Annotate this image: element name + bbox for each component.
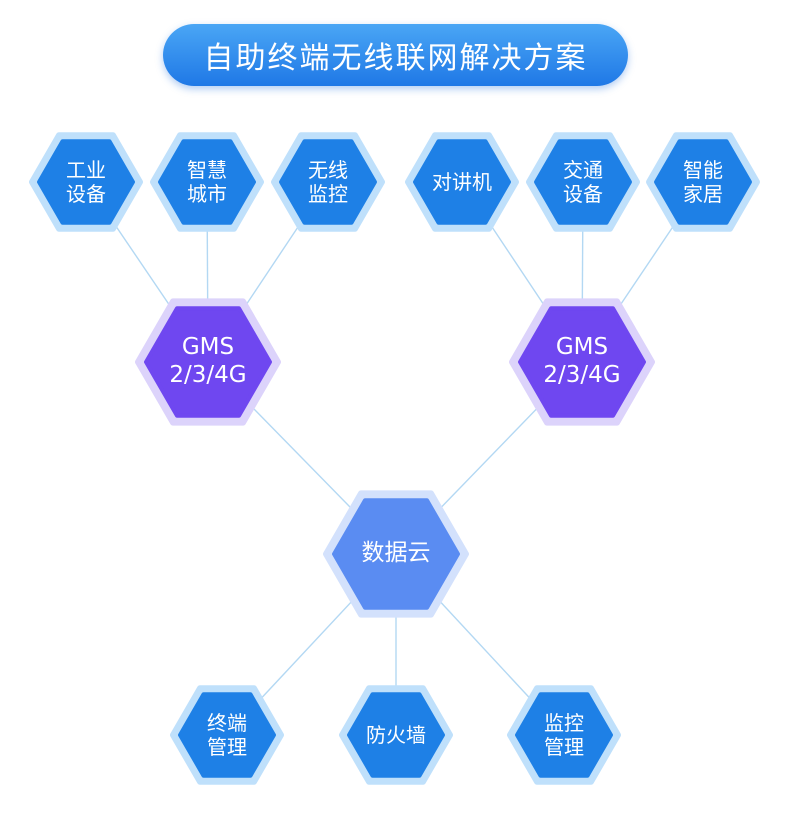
node-monitoring-management: 监控 管理: [517, 688, 611, 782]
node-label-line1: 智能: [683, 158, 723, 182]
hex-fill: [515, 692, 613, 778]
node-label-line1: 交通: [563, 158, 603, 182]
node-label-line2: 管理: [207, 735, 247, 759]
node-firewall: 防火墙: [349, 688, 443, 782]
hex-fill: [534, 139, 632, 225]
node-gms-right: GMS 2/3/4G: [520, 300, 644, 424]
node-label-line2: 设备: [563, 182, 603, 206]
hex-fill: [347, 692, 445, 778]
node-terminal-management: 终端 管理: [180, 688, 274, 782]
gms-label-line1: GMS: [181, 334, 235, 361]
hex-walkie-talkie: [405, 132, 519, 232]
hex-terminal-management: [170, 685, 284, 785]
node-label-line1: 终端: [207, 711, 247, 735]
hex-fill: [144, 306, 272, 418]
node-label-line2: 管理: [544, 735, 584, 759]
node-label-line2: 城市: [187, 182, 227, 206]
node-label-line1: 防火墙: [366, 723, 426, 747]
hex-industrial-equipment: [29, 132, 143, 232]
node-label-line2: 设备: [66, 182, 106, 206]
gms-label-line2: 2/3/4G: [169, 362, 247, 388]
hex-monitoring-management: [507, 685, 621, 785]
hex-data-cloud: [323, 490, 469, 618]
hex-gms-right: [509, 298, 655, 426]
hex-fill: [178, 692, 276, 778]
node-wireless-monitoring: 无线 监控: [281, 135, 375, 229]
hex-fill: [413, 139, 511, 225]
hex-fill: [279, 139, 377, 225]
diagram-title: 自助终端无线联网解决方案: [163, 24, 628, 86]
hex-smart-city: [150, 132, 264, 232]
hex-fill: [332, 498, 460, 610]
node-label-line1: 无线: [308, 158, 348, 182]
hex-traffic-equipment: [526, 132, 640, 232]
hex-fill: [654, 139, 752, 225]
hex-wireless-monitoring: [271, 132, 385, 232]
node-smart-home: 智能 家居: [656, 135, 750, 229]
node-label-line1: 对讲机: [432, 170, 492, 194]
node-data-cloud: 数据云: [334, 492, 458, 616]
cloud-label: 数据云: [361, 540, 431, 567]
node-label-line1: 工业: [66, 158, 106, 182]
node-label-line2: 家居: [683, 182, 723, 206]
node-smart-city: 智慧 城市: [160, 135, 254, 229]
gms-label-line2: 2/3/4G: [543, 362, 621, 388]
gms-label-line1: GMS: [555, 334, 609, 361]
node-industrial-equipment: 工业 设备: [39, 135, 133, 229]
node-label-line2: 监控: [308, 182, 348, 206]
node-gms-left: GMS 2/3/4G: [146, 300, 270, 424]
hex-fill: [158, 139, 256, 225]
hex-smart-home: [646, 132, 760, 232]
node-label-line1: 监控: [544, 711, 584, 735]
node-traffic-equipment: 交通 设备: [536, 135, 630, 229]
hex-gms-left: [135, 298, 281, 426]
hex-firewall: [339, 685, 453, 785]
hex-fill: [518, 306, 646, 418]
hex-fill: [37, 139, 135, 225]
node-walkie-talkie: 对讲机: [415, 135, 509, 229]
node-label-line1: 智慧: [187, 158, 227, 182]
